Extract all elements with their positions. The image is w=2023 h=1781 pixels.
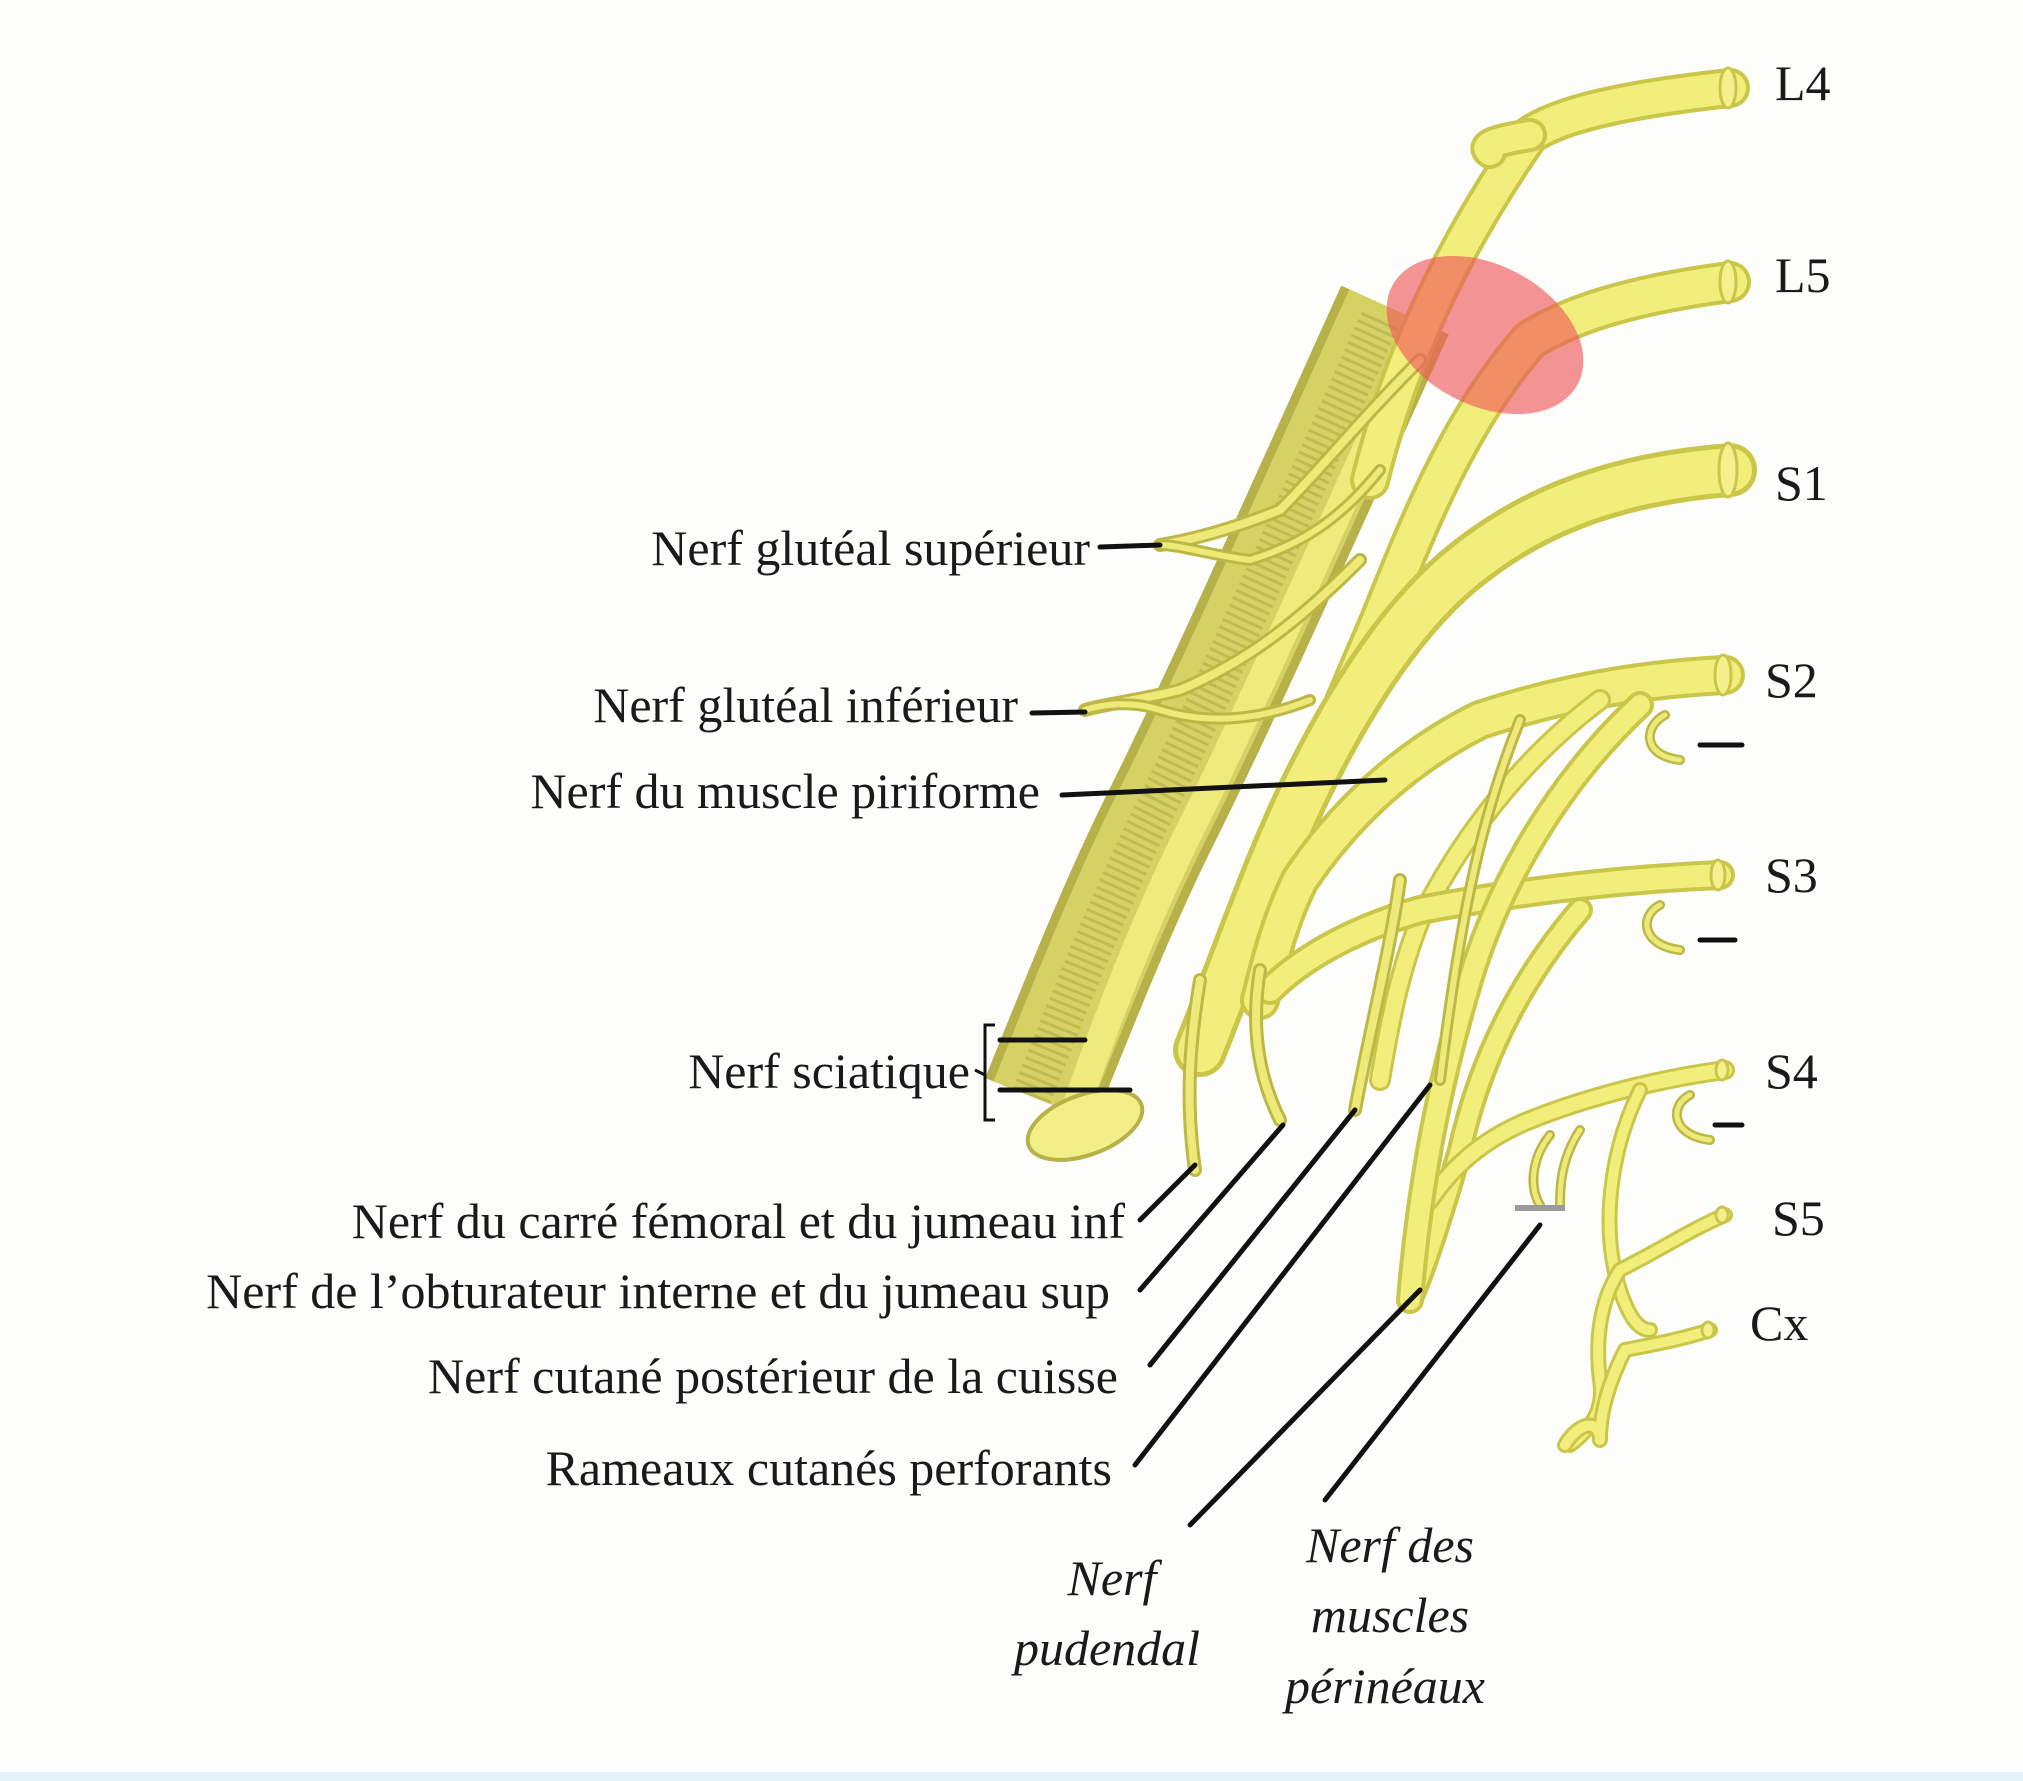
perforating-cutaneous-branch: [1434, 714, 1526, 1086]
posterior-femoral-cutaneous-nerve: [1348, 873, 1407, 1117]
quadratus-femoris-nerve: [1182, 973, 1207, 1177]
label-s4: S4: [1765, 1043, 1818, 1099]
root-s5-cx-branch: [1557, 1207, 1733, 1453]
bottom-border: [0, 1772, 2023, 1781]
label-cx: Cx: [1750, 1295, 1808, 1351]
label-s5: S5: [1772, 1190, 1825, 1246]
label-s1: S1: [1775, 455, 1828, 511]
label-pudendal-line1: Nerf: [1067, 1550, 1163, 1606]
label-gluteal-inferior: Nerf glutéal inférieur: [593, 677, 1018, 733]
label-obturator-internus: Nerf de l’obturateur interne et du jumea…: [206, 1263, 1110, 1319]
obturator-internus-nerve: [1249, 963, 1287, 1127]
label-s2: S2: [1765, 652, 1818, 708]
pudendal-nerve-branch: [1396, 691, 1654, 1314]
label-l4: L4: [1775, 55, 1831, 111]
label-quadratus-femoris: Nerf du carré fémoral et du jumeau inf: [352, 1193, 1126, 1249]
nerve-labels: Nerf glutéal supérieur Nerf glutéal infé…: [206, 520, 1125, 1496]
label-perineal-line2: muscles: [1311, 1587, 1469, 1643]
label-pudendal-line2: pudendal: [1011, 1620, 1200, 1676]
visceral-hooks: [1515, 710, 1715, 1211]
label-l5: L5: [1775, 247, 1831, 303]
label-posterior-femoral-cutaneous: Nerf cutané postérieur de la cuisse: [428, 1348, 1118, 1404]
leader-lines: [974, 542, 1745, 1528]
label-s3: S3: [1765, 847, 1818, 903]
label-sciatic: Nerf sciatique: [688, 1043, 970, 1099]
label-gluteal-superior: Nerf glutéal supérieur: [651, 520, 1090, 576]
label-perineal-line1: Nerf des: [1305, 1517, 1474, 1573]
label-perforating-cutaneous: Rameaux cutanés perforants: [546, 1440, 1112, 1496]
root-s1-branch: [1173, 443, 1757, 1077]
inferior-gluteal-nerve: [1078, 553, 1367, 725]
root-end-caps: [1700, 66, 1739, 1340]
italic-labels: Nerf pudendal Nerf des muscles périnéaux: [1011, 1517, 1485, 1714]
root-labels: L4 L5 S1 S2 S3 S4 S5 Cx: [1750, 55, 1831, 1351]
root-s4-branch: [1420, 1060, 1735, 1338]
superior-gluteal-nerve: [1153, 353, 1427, 567]
l5-highlight: [1386, 255, 1584, 415]
label-perineal-line3: périnéaux: [1282, 1658, 1485, 1714]
label-piriformis: Nerf du muscle piriforme: [530, 763, 1040, 819]
